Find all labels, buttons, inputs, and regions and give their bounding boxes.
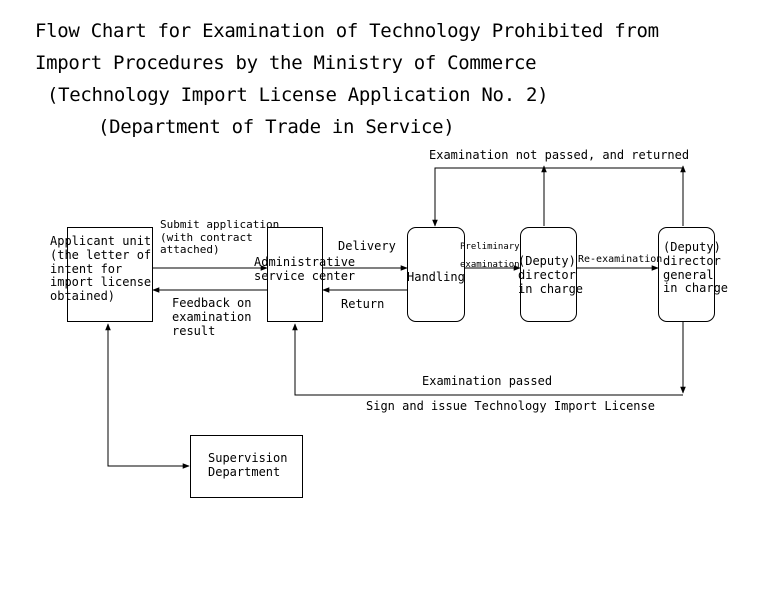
re-examination-label: Re-examination <box>578 254 663 265</box>
handling-label: Handling <box>407 270 465 284</box>
supervision-line <box>105 323 190 469</box>
return-label: Return <box>341 297 385 311</box>
supervision-box <box>190 435 303 498</box>
director-general-label: (Deputy) director general in charge <box>663 240 729 296</box>
feedback-label: Feedback on examination result <box>172 296 252 338</box>
handling-box <box>407 227 465 322</box>
applicant-box <box>67 227 153 322</box>
supervision-label: Supervision Department <box>208 451 288 479</box>
not-passed-label: Examination not passed, and returned <box>429 148 690 162</box>
passed-label: Examination passed <box>422 374 553 388</box>
director-general-box <box>658 227 715 322</box>
director-label: (Deputy) director in charge <box>518 254 584 296</box>
title-line-2: Import Procedures by the Ministry of Com… <box>35 52 537 74</box>
title-line-3: (Technology Import License Application N… <box>47 84 549 106</box>
preliminary-examination-label: Preliminary examination <box>460 242 520 270</box>
not-passed-line <box>432 167 683 227</box>
admin-center-box <box>267 227 323 322</box>
director-box <box>520 227 577 322</box>
title-line-1: Flow Chart for Examination of Technology… <box>35 20 659 42</box>
passed-line <box>292 323 683 396</box>
delivery-label: Delivery <box>338 239 396 253</box>
submit-application-label: Submit application (with contract attach… <box>160 218 280 257</box>
applicant-label: Applicant unit (the letter of intent for… <box>50 234 152 304</box>
sign-issue-label: Sign and issue Technology Import License <box>366 399 655 413</box>
title-line-4: (Department of Trade in Service) <box>98 116 455 138</box>
admin-center-label: Administrative service center <box>254 255 356 283</box>
